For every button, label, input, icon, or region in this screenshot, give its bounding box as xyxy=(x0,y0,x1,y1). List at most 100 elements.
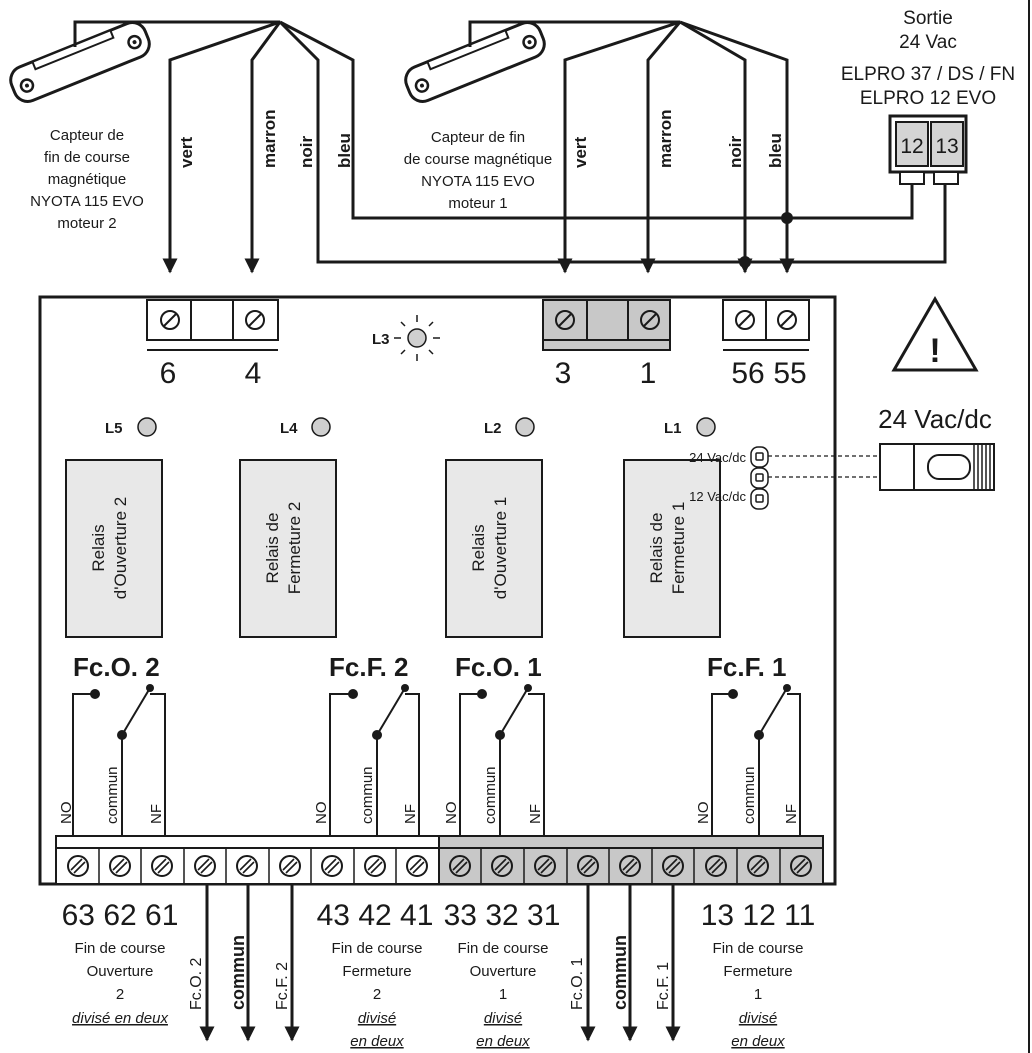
contact-1-nf: NF xyxy=(148,804,165,824)
group-1-line3: 2 xyxy=(116,986,124,1003)
led-l4-icon xyxy=(311,417,331,437)
relay-ouverture-2: Relais d'Ouverture 2 xyxy=(65,459,163,638)
wire-label-bleu-1: bleu xyxy=(766,133,785,168)
svg-text:!: ! xyxy=(929,332,940,370)
relay-1-line1: Relais xyxy=(89,524,108,571)
terminal-label-56: 56 xyxy=(731,357,764,390)
group-2-line4: divisé xyxy=(358,1010,396,1027)
relay-2-line1: Relais de xyxy=(263,513,282,584)
sensor2-line4: NYOTA 115 EVO xyxy=(30,193,144,210)
output-arrow-fco1: Fc.O. 1 xyxy=(569,957,586,1010)
wire-label-marron-2: marron xyxy=(260,109,279,168)
led-l1-icon xyxy=(696,417,716,437)
wire-label-marron-1: marron xyxy=(656,109,675,168)
sensor1-line4: moteur 1 xyxy=(448,195,507,212)
contact-4-commun: commun xyxy=(741,766,758,824)
led-label-l4: L4 xyxy=(280,420,298,437)
contact-label-fco1: Fc.O. 1 xyxy=(455,652,542,682)
voltage-option-24: 24 Vac/dc xyxy=(689,450,746,465)
relay-3-line2: d'Ouverture 1 xyxy=(491,497,510,599)
contact-2-no: NO xyxy=(313,802,330,825)
group-3-line4: divisé xyxy=(484,1010,522,1027)
group-3-line3: 1 xyxy=(499,986,507,1003)
output-terminal-block: 12 13 xyxy=(888,114,968,185)
relay-ouverture-1: Relais d'Ouverture 1 xyxy=(445,459,543,638)
bottom-numbers-63-61: 63 62 61 xyxy=(62,899,179,932)
contact-1-commun: commun xyxy=(104,766,121,824)
contact-label-fcf1: Fc.F. 1 xyxy=(707,652,786,682)
sensor2-line5: moteur 2 xyxy=(57,215,116,232)
terminal-block-3-1 xyxy=(542,299,671,351)
group-4-line2: Fermeture xyxy=(723,963,792,980)
contact-2-nf: NF xyxy=(402,804,419,824)
contact-label-fco2: Fc.O. 2 xyxy=(73,652,160,682)
group-2-line3: 2 xyxy=(373,986,381,1003)
output-terminal-13: 13 xyxy=(935,135,958,158)
led-l2-icon xyxy=(515,417,535,437)
output-arrow-commun-2: commun xyxy=(228,935,248,1010)
group-4-line1: Fin de course xyxy=(713,940,804,957)
led-l3-icon xyxy=(394,315,440,361)
jumper-pins xyxy=(750,446,769,510)
terminal-label-3: 3 xyxy=(555,357,572,390)
led-label-l5: L5 xyxy=(105,420,123,437)
terminal-label-55: 55 xyxy=(773,357,806,390)
contact-4-nf: NF xyxy=(783,804,800,824)
wire-label-vert-2: vert xyxy=(177,136,196,168)
sensor1-line2: de course magnétique xyxy=(404,151,552,168)
sensor1-line1: Capteur de fin xyxy=(431,129,525,146)
group-2-line5: en deux xyxy=(350,1033,404,1050)
sensor1-line3: NYOTA 115 EVO xyxy=(421,173,535,190)
relay-fermeture-1: Relais de Fermeture 1 xyxy=(623,459,721,638)
output-title-2: 24 Vac xyxy=(899,32,957,53)
relay-2-line2: Fermeture 2 xyxy=(285,502,304,595)
relay-3-line1: Relais xyxy=(469,524,488,571)
led-label-l2: L2 xyxy=(484,420,502,437)
terminal-block-56-55 xyxy=(722,299,810,351)
contact-3-nf: NF xyxy=(527,804,544,824)
group-3-line5: en deux xyxy=(476,1033,530,1050)
output-arrow-fcf2: Fc.F. 2 xyxy=(274,962,291,1010)
output-terminal-12: 12 xyxy=(900,135,923,158)
wire-label-bleu-2: bleu xyxy=(335,133,354,168)
group-1-line2: Ouverture xyxy=(87,963,154,980)
relay-1-line2: d'Ouverture 2 xyxy=(111,497,130,599)
output-models-1: ELPRO 37 / DS / FN xyxy=(841,64,1015,85)
wire-label-noir-2: noir xyxy=(297,136,316,168)
contact-2-commun: commun xyxy=(359,766,376,824)
terminal-block-6-4 xyxy=(146,299,279,351)
sensor-motor-1-icon xyxy=(399,16,551,108)
terminal-label-4: 4 xyxy=(245,357,262,390)
group-3-line1: Fin de course xyxy=(458,940,549,957)
sensor2-line3: magnétique xyxy=(48,171,126,188)
terminal-label-6: 6 xyxy=(160,357,177,390)
wire-label-noir-1: noir xyxy=(726,136,745,168)
output-arrow-fco2: Fc.O. 2 xyxy=(188,957,205,1010)
sensor2-line2: fin de course xyxy=(44,149,130,166)
led-label-l3: L3 xyxy=(372,331,390,348)
contact-3-no: NO xyxy=(443,802,460,825)
group-2-line1: Fin de course xyxy=(332,940,423,957)
bottom-terminal-strip xyxy=(55,835,824,885)
group-3-line2: Ouverture xyxy=(470,963,537,980)
bottom-numbers-33-31: 33 32 31 xyxy=(444,899,561,932)
contact-4-no: NO xyxy=(695,802,712,825)
warning-icon: ! xyxy=(891,296,979,372)
sensor2-line1: Capteur de xyxy=(50,127,124,144)
group-2-line2: Fermeture xyxy=(342,963,411,980)
output-arrow-fcf1: Fc.F. 1 xyxy=(655,962,672,1010)
terminal-label-1: 1 xyxy=(640,357,657,390)
bottom-numbers-13-11: 13 12 11 xyxy=(701,899,816,932)
led-label-l1: L1 xyxy=(664,420,682,437)
contact-label-fcf2: Fc.F. 2 xyxy=(329,652,408,682)
bottom-numbers-43-41: 43 42 41 xyxy=(317,899,434,932)
wire-label-vert-1: vert xyxy=(571,136,590,168)
group-4-line4: divisé xyxy=(739,1010,777,1027)
led-l5-icon xyxy=(137,417,157,437)
contact-3-commun: commun xyxy=(482,766,499,824)
output-title-1: Sortie xyxy=(903,8,953,29)
voltage-option-12: 12 Vac/dc xyxy=(689,489,746,504)
group-4-line5: en deux xyxy=(731,1033,785,1050)
group-1-line1: Fin de course xyxy=(75,940,166,957)
